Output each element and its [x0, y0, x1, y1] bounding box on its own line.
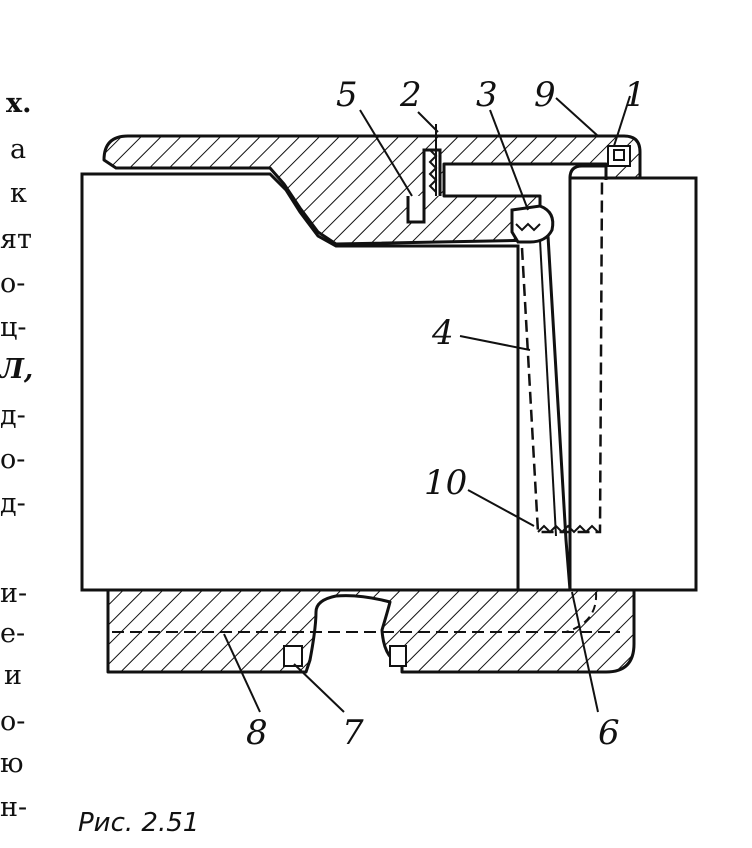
margin-fragment: и-	[0, 578, 28, 609]
right-block-cap	[568, 164, 608, 180]
part-6-lever-edge	[539, 239, 557, 537]
callout-2: 2	[399, 75, 422, 115]
margin-fragment: о-	[0, 444, 26, 475]
lower-housing	[106, 588, 636, 674]
part-6-lever	[546, 235, 572, 591]
part-3-fastener	[510, 204, 555, 244]
callout-6: 6	[598, 713, 620, 753]
lower-dashed-curve	[565, 591, 598, 633]
callout-10: 10	[424, 463, 467, 503]
margin-fragment: о-	[0, 706, 26, 737]
margin-fragment: и	[4, 660, 22, 691]
callout-1: 1	[624, 75, 646, 115]
part-10-teeth	[537, 524, 599, 534]
callout-7: 7	[342, 713, 364, 753]
margin-fragment: о-	[0, 268, 26, 299]
part-3-thread	[515, 222, 541, 232]
part-4-contour	[520, 179, 604, 534]
upper-housing	[102, 134, 642, 246]
part-7-seal-right	[389, 645, 407, 667]
callout-3: 3	[476, 75, 498, 115]
margin-fragment: д-	[0, 400, 26, 431]
margin-fragment: е-	[0, 618, 26, 649]
margin-fragment: Л,	[0, 354, 34, 385]
margin-fragment: н-	[0, 792, 28, 823]
margin-fragment: ю	[0, 748, 24, 779]
callout-8: 8	[246, 713, 268, 753]
part-2-zigzag	[428, 149, 438, 193]
margin-fragment: д-	[0, 488, 26, 519]
callout-5: 5	[336, 75, 358, 115]
part-5-rib	[406, 148, 442, 224]
margin-fragment: х.	[6, 88, 32, 119]
leader-lines	[223, 95, 631, 713]
part-7-seal	[283, 645, 303, 667]
margin-fragment: к	[10, 178, 27, 209]
callout-4: 4	[431, 313, 454, 353]
figure-caption: Рис. 2.51	[78, 808, 200, 838]
margin-fragment: ц-	[0, 312, 27, 343]
part-1-seal-inner	[613, 149, 625, 161]
margin-fragment: ят	[0, 224, 32, 255]
callout-9: 9	[534, 75, 556, 115]
right-block	[568, 176, 698, 592]
margin-fragment: а	[10, 134, 27, 165]
